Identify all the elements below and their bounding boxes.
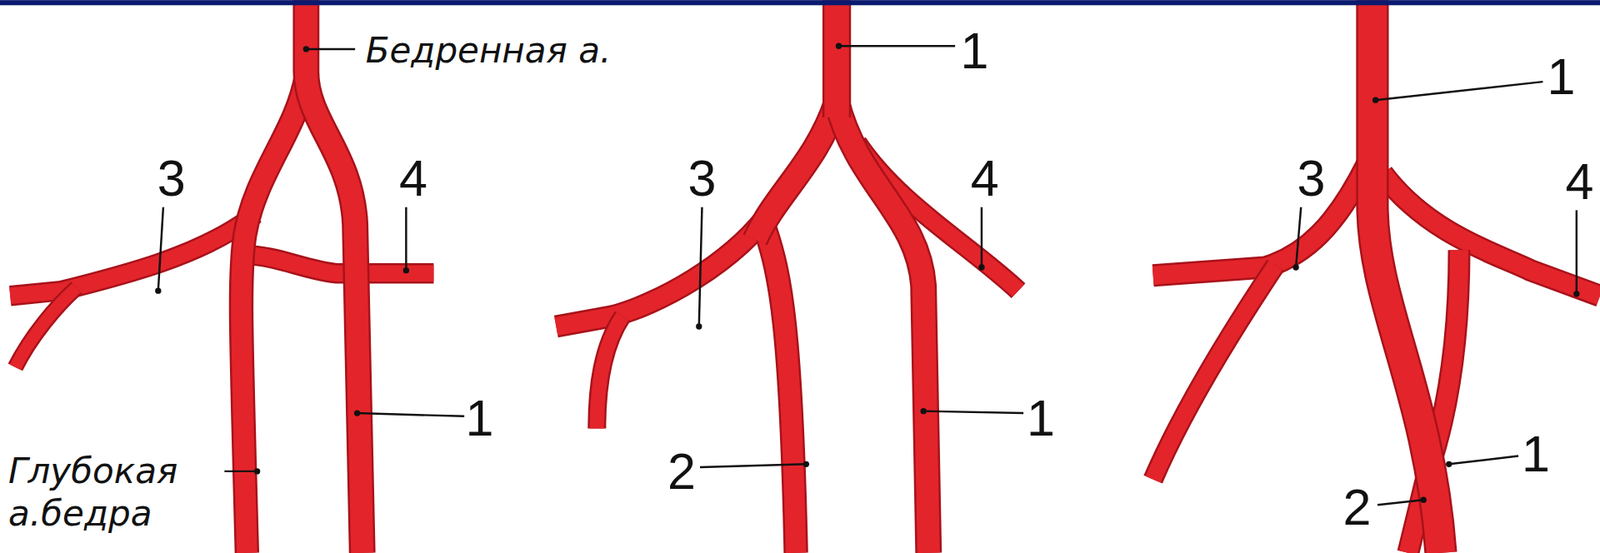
artery-name: Бедренная а. (362, 30, 615, 72)
artery-variant-middle (555, 0, 1019, 553)
top-bar (0, 0, 1600, 5)
callout-number: 2 (667, 445, 696, 497)
callout-number: 2 (1343, 481, 1372, 533)
callout-number: 4 (1565, 155, 1595, 207)
artery-variant-right (1153, 0, 1600, 553)
callout-number: 3 (687, 153, 716, 205)
artery-name: Глубокая а.бедра (5, 450, 220, 535)
callout-number: 1 (465, 393, 495, 445)
callout-number: 4 (399, 153, 428, 205)
leader-dots (155, 43, 1580, 504)
callout-number: 1 (960, 25, 989, 77)
callout-number: 1 (1026, 393, 1055, 445)
callout-number: 4 (970, 153, 1000, 205)
leader-lines (158, 45, 1577, 505)
callout-number: 1 (1521, 428, 1550, 480)
callout-number: 1 (1547, 50, 1576, 102)
callout-number: 3 (157, 153, 186, 205)
callout-number: 3 (1297, 153, 1326, 205)
